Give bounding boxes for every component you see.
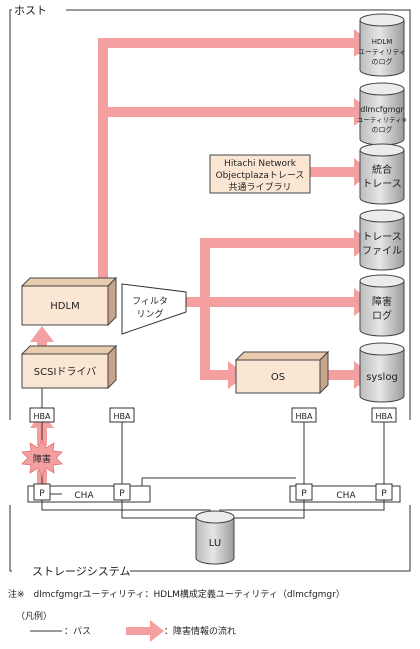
scsi-driver-box: SCSIドライバ [20, 344, 118, 390]
hba-4: HBA [371, 407, 397, 423]
log-hdlm-utility-line-1: HDLM [372, 38, 393, 46]
log-integrated-trace-line-2: トレース [362, 179, 402, 190]
log-dlmcfgmgr-line-3: のログ [372, 125, 393, 134]
hba-2-label: HBA [114, 412, 132, 421]
failure-info-flow [30, 29, 372, 484]
log-trace-file-line-1: トレース [362, 232, 402, 243]
filtering-line-2: リング [136, 308, 163, 320]
port-3: P [295, 483, 313, 501]
hdlm-box: HDLM [20, 276, 118, 327]
legend-flow-label: ：障害情報の流れ [164, 625, 236, 637]
os-label: OS [271, 372, 285, 383]
log-dlmcfgmgr-utility: dlmcfgmgr ユーティリティ※ のログ [357, 82, 407, 146]
hba-1-label: HBA [34, 412, 52, 421]
hba-2: HBA [109, 407, 135, 423]
os-box: OS [234, 350, 330, 395]
hitachi-network-box: Hitachi Network Objectplazaトレース 共通ライブラリ [209, 154, 311, 194]
footnote: 注※ dlmcfgmgrユーティリティ：HDLM構成定義ユーティリティ（dlmc… [8, 588, 345, 600]
log-trace-file: トレース ファイル [359, 209, 405, 271]
filtering-line-1: フィルタ [132, 296, 168, 307]
log-syslog: syslog [359, 342, 405, 403]
log-failure-log-line-2: ログ [372, 309, 392, 322]
hitachi-network-line-1: Hitachi Network [224, 159, 297, 169]
legend-flow-arrow [126, 620, 164, 642]
hdlm-label: HDLM [50, 301, 79, 312]
log-trace-file-line-2: ファイル [362, 246, 402, 257]
log-dlmcfgmgr-line-2: ユーティリティ※ [357, 116, 407, 124]
port-2-label: P [119, 489, 125, 499]
port-2: P [113, 483, 131, 501]
hitachi-network-line-2: Objectplazaトレース [216, 171, 305, 181]
failure-burst: 障害 [21, 439, 63, 477]
cha-right-label: CHA [336, 491, 356, 501]
log-failure-log-line-1: 障害 [372, 295, 392, 308]
port-4: P [375, 483, 393, 501]
port-1: P [33, 483, 51, 501]
log-hdlm-utility: HDLM ユーティリティ のログ [358, 13, 406, 77]
log-hdlm-utility-line-3: のログ [372, 57, 393, 66]
storage-frame [9, 505, 411, 572]
failure-burst-label: 障害 [33, 453, 51, 465]
log-failure-log: 障害 ログ [359, 274, 405, 337]
host-label: ホスト [14, 4, 47, 17]
port-4-label: P [381, 489, 387, 499]
host-frame [9, 9, 411, 420]
hba-3-label: HBA [296, 412, 314, 421]
port-3-label: P [301, 489, 307, 499]
hba-3: HBA [291, 407, 317, 423]
log-dlmcfgmgr-line-1: dlmcfgmgr [360, 105, 404, 114]
log-integrated-trace: 統合 トレース [359, 143, 405, 205]
lu-cylinder: LU [195, 510, 235, 565]
log-integrated-trace-line-1: 統合 [372, 163, 392, 176]
hitachi-network-line-3: 共通ライブラリ [228, 181, 291, 193]
scsi-driver-label: SCSIドライバ [34, 366, 96, 378]
storage-label: ストレージシステム [32, 565, 130, 578]
legend-title: （凡例） [16, 610, 52, 622]
hba-1: HBA [29, 407, 55, 423]
log-syslog-label: syslog [366, 372, 398, 383]
log-hdlm-utility-line-2: ユーティリティ [358, 48, 406, 56]
cha-left-label: CHA [74, 491, 94, 501]
port-1-label: P [39, 489, 45, 499]
filtering-block: フィルタ リング [121, 283, 187, 335]
hba-4-label: HBA [376, 412, 394, 421]
lu-label: LU [209, 538, 221, 549]
legend-path-label: ：パス [64, 626, 91, 637]
